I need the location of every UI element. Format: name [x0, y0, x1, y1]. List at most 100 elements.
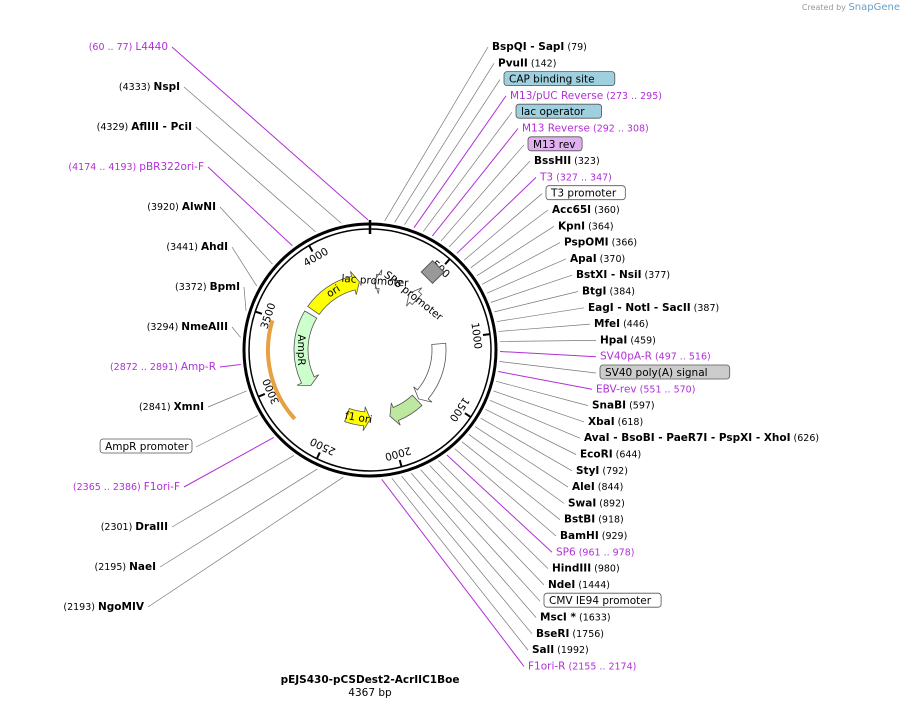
leader-line	[446, 454, 553, 553]
enzyme-hpai: HpaI (459)	[600, 334, 656, 346]
leader-line	[489, 400, 581, 439]
ring-tick-2500	[315, 451, 321, 460]
enzyme-bpmi: (3372) BpmI	[175, 281, 240, 293]
leader-line	[413, 95, 507, 228]
ring-tick-1500	[464, 412, 472, 418]
leader-line	[468, 434, 565, 504]
feature-lac-promoter	[373, 269, 383, 294]
enzyme-avai-bsobi-paer7i-pspxi-xhoi: AvaI - BsoBI - PaeR7I - PspXI - XhoI (62…	[584, 432, 819, 444]
feature-box-label: CAP binding site	[509, 74, 595, 86]
primer-l4440: (60 .. 77) L4440	[89, 41, 168, 53]
feature-ampr	[293, 310, 319, 386]
leader-line	[474, 426, 569, 488]
feature-region-5	[413, 342, 447, 403]
ring-tick-label: 2000	[383, 444, 412, 463]
feature-f1-ori	[344, 406, 371, 431]
enzyme-bspqi-sapi: BspQI - SapI (79)	[492, 41, 587, 53]
leader-line	[448, 160, 531, 248]
enzyme-msci: MscI * (1633)	[540, 612, 611, 624]
leader-line	[498, 323, 591, 332]
feature-box-label: lac operator	[521, 106, 585, 118]
leader-line	[485, 409, 577, 455]
leader-line	[183, 86, 342, 224]
plasmid-size: 4367 bp	[348, 687, 392, 699]
backbone-outer	[242, 222, 498, 478]
snapgene-logo-text: SnapGene	[848, 2, 900, 13]
leader-line	[496, 380, 589, 406]
leader-line	[231, 246, 258, 287]
feature-ori	[307, 271, 360, 315]
leader-line	[159, 468, 318, 568]
leader-line	[461, 441, 561, 520]
enzyme-bseri: BseRI (1756)	[536, 628, 604, 640]
ring-tick-4000	[308, 244, 314, 253]
enzyme-ahdi: (3441) AhdI	[166, 241, 228, 253]
feature-box	[503, 71, 616, 86]
enzyme-xbai: XbaI (618)	[588, 416, 643, 428]
feature-box	[599, 364, 731, 380]
primer-m13-puc-reverse: M13/pUC Reverse (273 .. 295)	[510, 90, 662, 102]
leader-line	[463, 193, 543, 261]
enzyme-alei: AleI (844)	[572, 481, 623, 493]
leader-line	[470, 209, 549, 269]
enzyme-alwni: (3920) AlwNI	[147, 201, 216, 213]
ring-tick-label: 1500	[447, 395, 472, 424]
enzyme-eagi-noti-sacii: EagI - NotI - SacII (387)	[588, 302, 719, 314]
leader-line	[490, 274, 573, 303]
leader-line	[438, 460, 549, 569]
feature-label: lac promoter	[341, 273, 410, 290]
leader-line	[499, 350, 597, 358]
leader-line	[183, 436, 275, 488]
enzyme-ngomiv: (2193) NgoMIV	[63, 601, 144, 613]
leader-line	[423, 111, 513, 232]
enzyme-apai: ApaI (370)	[570, 253, 625, 265]
feature-box-label: M13 rev	[533, 139, 576, 151]
ring-tick-3500	[254, 310, 263, 315]
leader-line	[219, 364, 241, 368]
enzyme-kpni: KpnI (364)	[558, 220, 614, 232]
sv40-polya-block	[420, 259, 445, 285]
created-by-text: Created by	[801, 3, 846, 12]
ring-tick-3000	[257, 393, 266, 398]
backbone-inner	[248, 228, 492, 472]
feature-label: AmpR	[295, 334, 307, 365]
enzyme-btgi: BtgI (384)	[582, 286, 635, 298]
enzyme-ecori: EcoRI (644)	[580, 449, 641, 461]
enzyme-acc65i: Acc65I (360)	[552, 204, 620, 216]
enzyme-pspomi: PspOMI (366)	[564, 237, 637, 249]
enzyme-bsshii: BssHII (323)	[534, 155, 600, 167]
enzyme-ndei: NdeI (1444)	[548, 579, 610, 591]
ring-tick-500	[444, 258, 451, 265]
feature-box	[545, 185, 626, 201]
leader-line	[480, 417, 573, 472]
leader-line	[499, 340, 597, 342]
leader-line	[482, 242, 561, 285]
leader-line	[147, 476, 344, 608]
feature-box	[527, 136, 583, 152]
enzyme-bstxi-nsii: BstXI - NsiI (377)	[576, 269, 670, 281]
leader-line	[394, 63, 495, 223]
feature-box-label: SV40 poly(A) signal	[605, 367, 708, 379]
leader-line	[410, 473, 537, 618]
feature-label: f1 ori	[344, 410, 373, 426]
leader-line	[431, 128, 519, 237]
enzyme-snabi: SnaBI (597)	[592, 400, 655, 412]
leader-line	[219, 206, 273, 265]
leader-line	[381, 479, 525, 667]
leader-line	[420, 469, 541, 602]
primer-sp6: SP6 (961 .. 978)	[556, 546, 634, 558]
feature-box	[543, 592, 662, 608]
leader-line	[476, 226, 555, 277]
feature-box	[515, 103, 602, 119]
leader-line	[384, 46, 489, 222]
ring-tick-2000	[398, 459, 403, 468]
feature-box-label: T3 promoter	[550, 188, 617, 200]
enzyme-styi: StyI (792)	[576, 465, 628, 477]
leader-line	[391, 477, 529, 651]
ring-tick-label: 4000	[302, 246, 331, 270]
enzyme-nmeaiii: (3294) NmeAIII	[147, 321, 228, 333]
primer-f1ori-f: (2365 .. 2386) F1ori-F	[73, 481, 180, 493]
leader-line	[496, 307, 585, 322]
enzyme-swai: SwaI (892)	[568, 497, 625, 509]
